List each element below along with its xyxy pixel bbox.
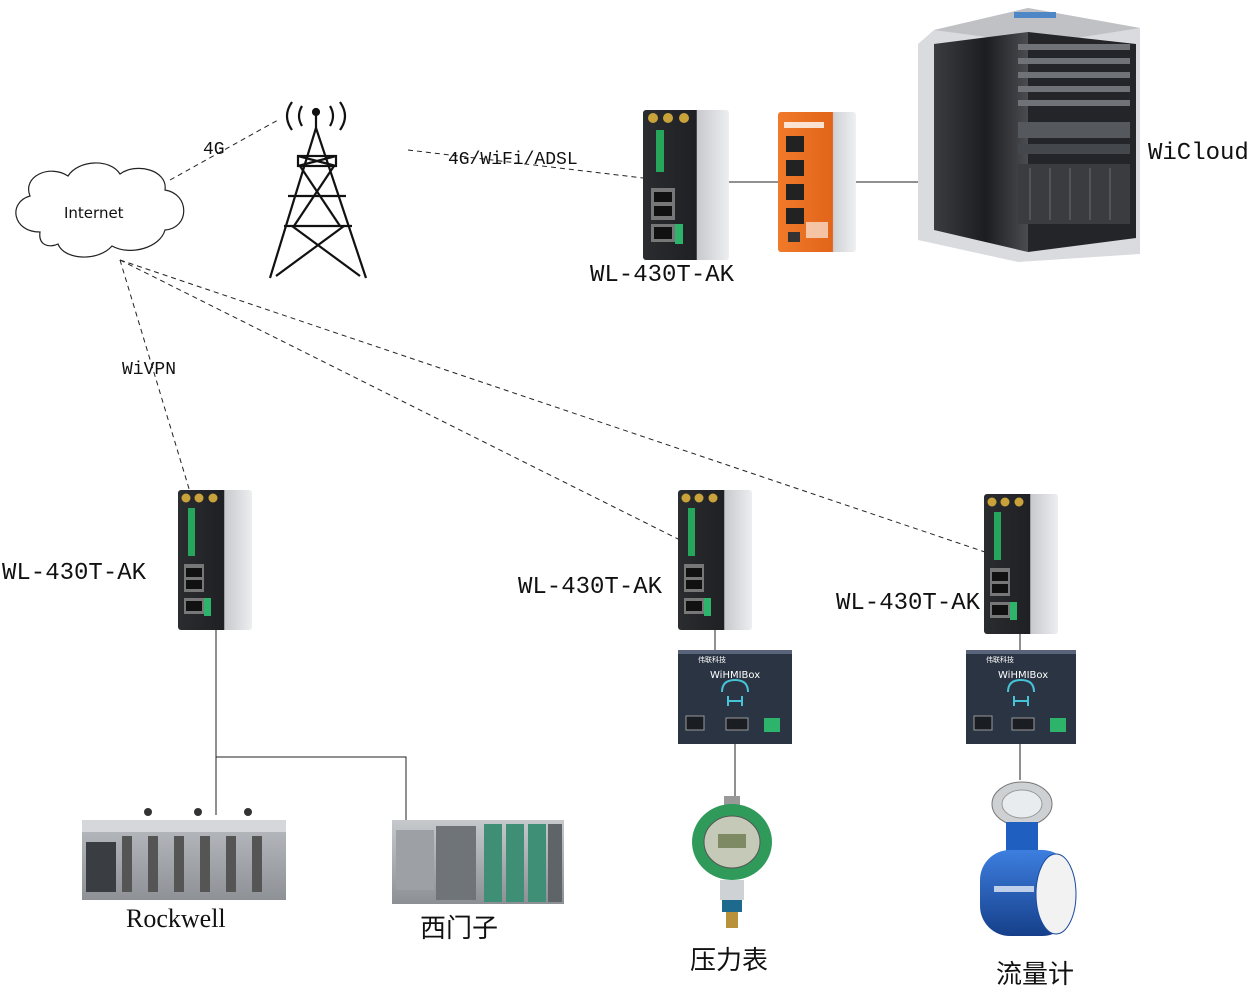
hmibox-right-label: WiHMIBox: [998, 670, 1049, 681]
pressure-gauge-label: 压力表: [690, 946, 769, 975]
rockwell-plc-device: [82, 808, 286, 900]
connection-lines: [119, 119, 1021, 822]
siemens-label: 西门子: [420, 914, 499, 943]
firewall-device: [778, 112, 856, 252]
link-tower-router: [407, 149, 644, 179]
hmibox-mid-device: [678, 650, 792, 744]
siemens-plc-device: [392, 820, 564, 904]
hmibox-mid-vendor: 伟联科技: [698, 656, 726, 664]
hmibox-right-device: [966, 650, 1076, 744]
router-left-device: [178, 490, 252, 630]
flowmeter-device: [980, 781, 1077, 936]
cloud-label: WiCloud: [1148, 140, 1249, 167]
internet-label: Internet: [64, 204, 124, 222]
router-top-device: [643, 110, 729, 260]
pressure-gauge-device: [692, 796, 772, 928]
router-mid-device: [678, 490, 752, 630]
link-vpn-left: [119, 259, 191, 493]
link-4g-label: 4G: [203, 140, 225, 160]
link-internet-tower: [169, 119, 279, 181]
router-right-label: WL-430T-AK: [836, 590, 981, 617]
link-vpn-right: [119, 259, 986, 553]
flowmeter-label: 流量计: [996, 960, 1075, 989]
rockwell-label: Rockwell: [126, 904, 226, 933]
hmibox-mid-label: WiHMIBox: [710, 670, 761, 681]
radio-tower-icon: [268, 101, 368, 279]
router-left-label: WL-430T-AK: [2, 560, 147, 587]
link-left-siemens: [216, 756, 407, 822]
router-mid-label: WL-430T-AK: [518, 574, 663, 601]
router-right-device: [984, 494, 1058, 634]
link-wivpn-label: WiVPN: [122, 360, 177, 380]
hmibox-right-vendor: 伟联科技: [986, 656, 1014, 664]
server-rack-icon: [918, 8, 1140, 262]
internet-cloud-icon: [15, 162, 185, 258]
router-top-label: WL-430T-AK: [590, 262, 735, 289]
link-uplink-label: 4G/WiFi/ADSL: [448, 150, 578, 170]
